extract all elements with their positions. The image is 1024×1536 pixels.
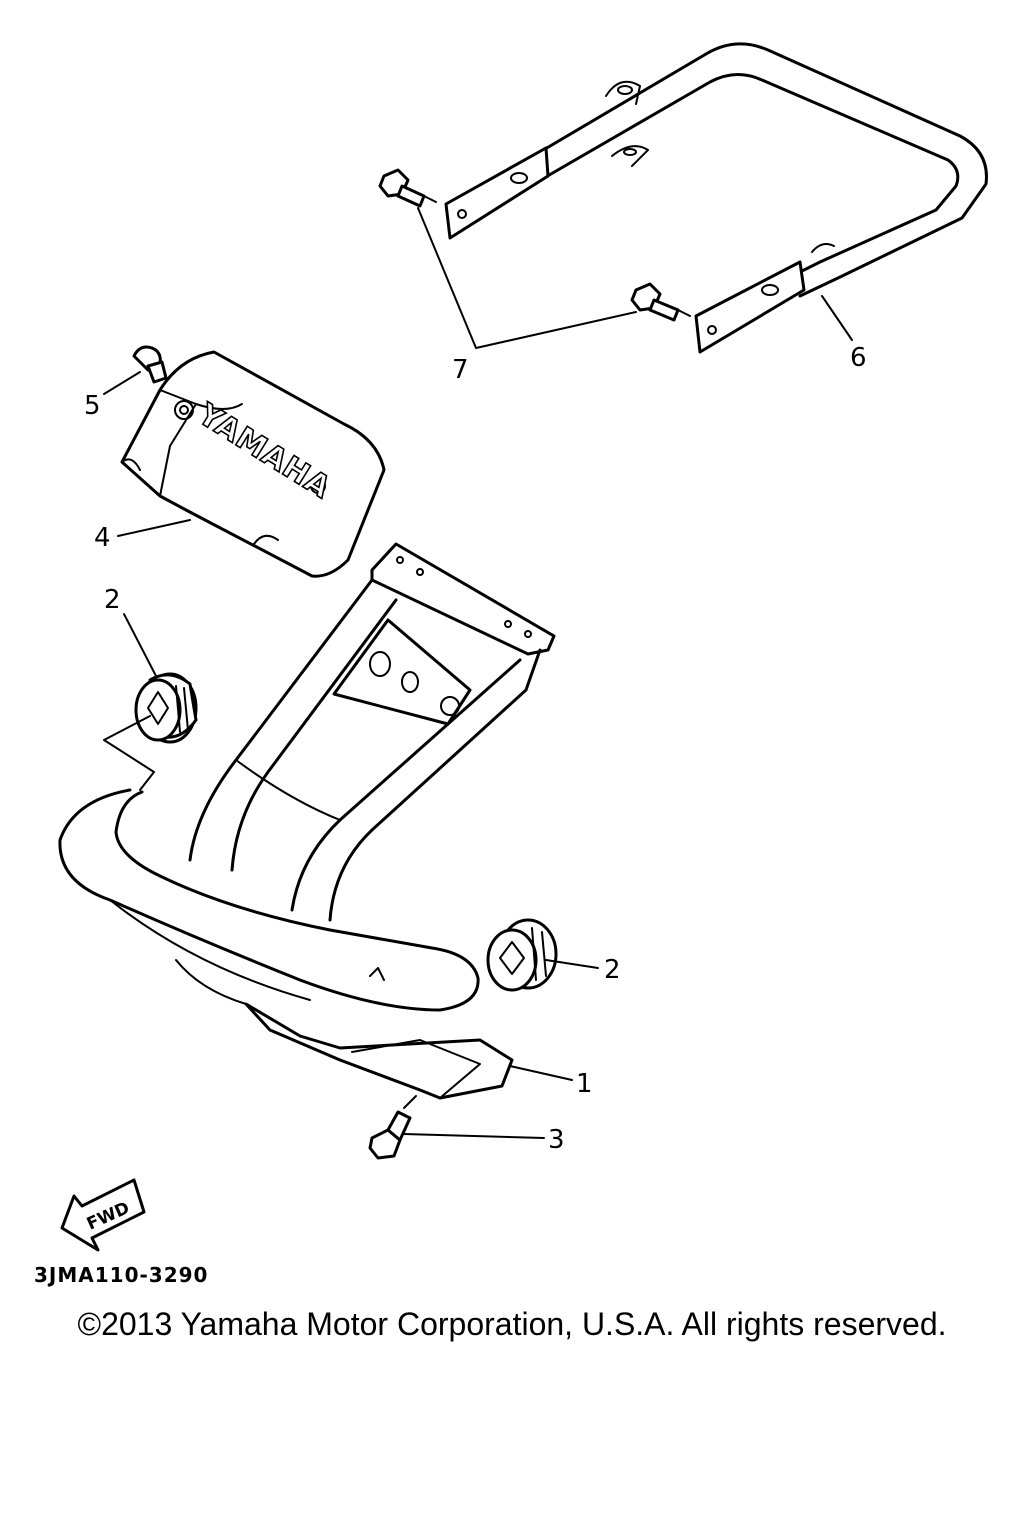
callout-2-upper: 2 xyxy=(104,585,121,615)
callout-2-lower: 2 xyxy=(604,955,621,985)
callout-3: 3 xyxy=(548,1125,565,1155)
bolt-part-7-upper xyxy=(378,168,437,208)
handlebar-pad-part-4: YAMAHA xyxy=(120,350,386,578)
diagram-part-code: 3JMA110-3290 xyxy=(34,1263,208,1287)
callout-5: 5 xyxy=(84,391,101,421)
callout-4: 4 xyxy=(94,523,111,553)
leader-lines xyxy=(103,207,853,1139)
grommet-part-2-upper xyxy=(134,672,198,744)
front-bumper-part-1 xyxy=(58,542,556,1100)
forward-arrow-icon: FWD xyxy=(60,1178,146,1252)
callout-7: 7 xyxy=(452,355,469,385)
bolt-part-3 xyxy=(368,1095,417,1160)
bolt-part-7-lower xyxy=(630,282,691,322)
grab-bar-part-6 xyxy=(444,42,988,354)
copyright-notice: ©2013 Yamaha Motor Corporation, U.S.A. A… xyxy=(77,1306,947,1342)
grommet-locator-line xyxy=(103,715,155,791)
callout-1: 1 xyxy=(576,1069,593,1099)
callout-6: 6 xyxy=(850,343,867,373)
screw-part-5 xyxy=(132,345,168,384)
grommet-part-2-lower xyxy=(486,918,558,992)
